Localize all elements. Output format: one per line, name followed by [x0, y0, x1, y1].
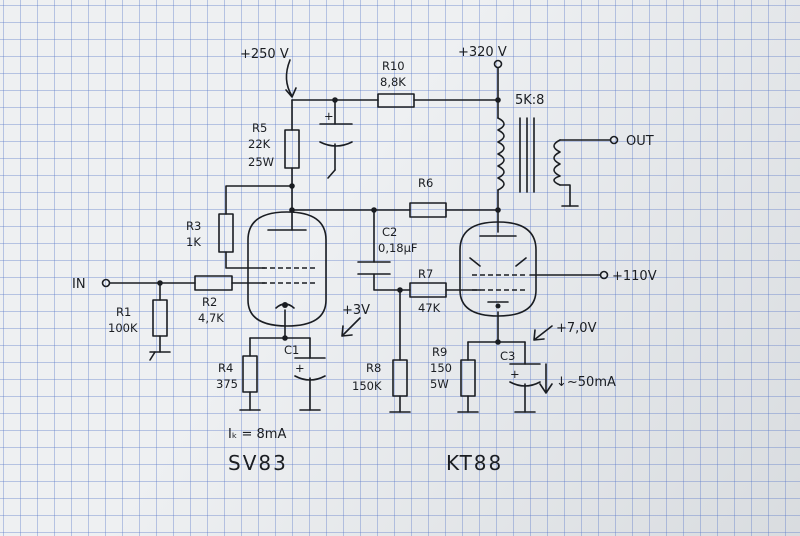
r4-name: R4	[218, 361, 233, 375]
c2-value: 0,18µF	[378, 241, 418, 255]
r7-value: 47K	[418, 301, 441, 315]
labels: +250 V +320 V 5K:8 OUT IN +110V R10 8,8K…	[72, 45, 657, 475]
r6-body	[409, 202, 447, 218]
r5-power: 25W	[248, 155, 274, 169]
wiring	[109, 67, 611, 413]
out-label: OUT	[626, 134, 654, 149]
cathode-3v-label: +3V	[342, 303, 370, 318]
svg-text:+: +	[510, 367, 520, 381]
transformer-ratio-label: 5K:8	[515, 93, 544, 108]
r2-body	[194, 275, 233, 291]
r10-body	[377, 93, 415, 108]
r6-name: R6	[418, 176, 433, 190]
r1-name: R1	[116, 305, 131, 319]
tube-sv83	[247, 211, 327, 327]
r4-body	[242, 355, 258, 393]
cathode-current-label: Iₖ = 8mA	[228, 427, 286, 442]
bias-110v-label: +110V	[612, 269, 657, 284]
r8-body	[392, 359, 408, 397]
capacitor-bodies: + + +	[294, 109, 541, 387]
current-50ma-label: ↓~50mA	[556, 375, 616, 390]
r7-name: R7	[418, 267, 433, 281]
r3-name: R3	[186, 219, 201, 233]
cathode-7v-label: +7,0V	[556, 321, 597, 336]
r9-value: 150	[430, 361, 452, 375]
r10-name: R10	[382, 59, 405, 73]
r9-body	[460, 359, 476, 397]
r2-name: R2	[202, 295, 217, 309]
r10-value: 8,8K	[380, 75, 406, 89]
r3-body	[218, 213, 234, 253]
svg-text:+: +	[295, 361, 305, 375]
input-label: IN	[72, 277, 86, 292]
output-transformer	[497, 117, 561, 193]
tube-kt88	[459, 221, 537, 317]
r5-body	[284, 129, 300, 169]
r1-value: 100K	[108, 321, 138, 335]
r5-name: R5	[252, 121, 267, 135]
r9-power: 5W	[430, 377, 449, 391]
r8-value: 150K	[352, 379, 382, 393]
ground-and-arrows	[285, 59, 553, 394]
polarity-mark: +	[324, 109, 334, 123]
r7-body	[409, 282, 447, 298]
r8-name: R8	[366, 361, 381, 375]
junctions	[157, 97, 501, 345]
r1-body	[152, 299, 168, 337]
r5-value: 22K	[248, 137, 271, 151]
resistor-bodies	[152, 93, 476, 397]
terminals	[101, 59, 619, 288]
supply-320v-label: +320 V	[458, 45, 507, 60]
r3-value: 1K	[186, 235, 201, 249]
c3-name: C3	[500, 349, 515, 363]
r9-name: R9	[432, 345, 447, 359]
tube-sv83-label: SV83	[228, 451, 288, 475]
c2-name: C2	[382, 225, 397, 239]
supply-250v-label: +250 V	[240, 47, 289, 62]
r2-value: 4,7K	[198, 311, 224, 325]
r4-value: 375	[216, 377, 238, 391]
c1-name: C1	[284, 343, 299, 357]
tube-kt88-label: KT88	[446, 451, 503, 475]
